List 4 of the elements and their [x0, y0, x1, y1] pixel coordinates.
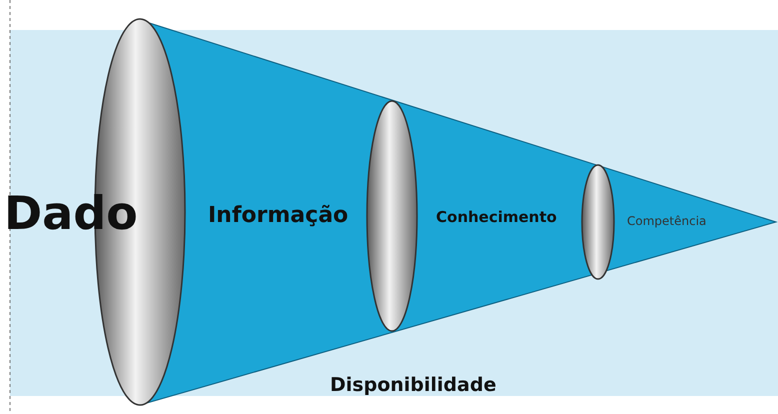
stage-label: Informação: [208, 205, 348, 227]
stage-label: Conhecimento: [436, 210, 557, 225]
axis-label: Disponibilidade: [330, 376, 496, 395]
stage-label: Competência: [627, 215, 706, 227]
